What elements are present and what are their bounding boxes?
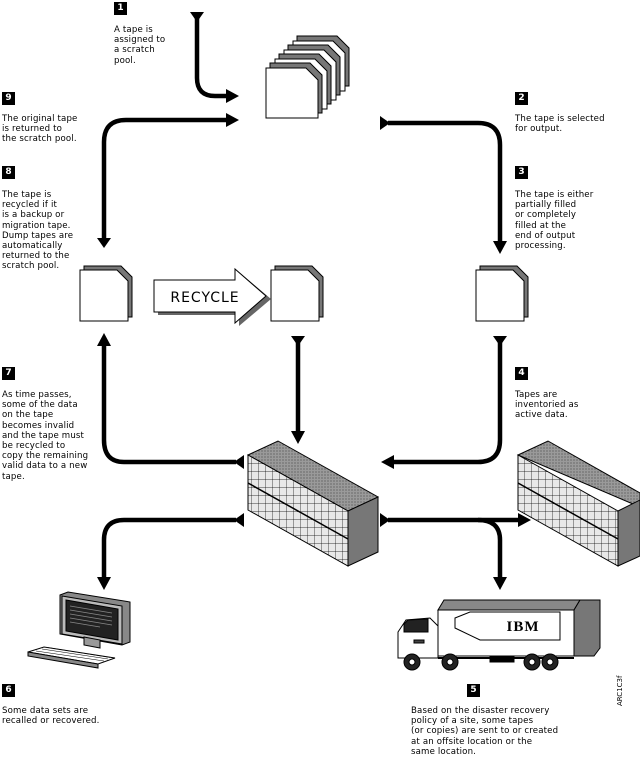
arrow-tail-icon (380, 513, 390, 527)
step-7-text: As time passes, some of the data on the … (2, 390, 89, 482)
recycled-tape-icon (270, 265, 324, 322)
arrow-assign-to-pool (194, 18, 228, 99)
scratch-pool-tapes-icon (265, 35, 350, 119)
step-9-badge: 9 (2, 92, 15, 105)
arrow-tail-icon (234, 455, 244, 469)
workstation-icon (27, 591, 131, 669)
arrow-to-offsite (388, 517, 503, 578)
step-4-badge: 4 (515, 367, 528, 380)
offsite-library-icon (516, 440, 640, 567)
tape-library-icon (246, 440, 380, 567)
arrow-return-to-pool (101, 117, 228, 242)
step-7-badge: 7 (2, 367, 15, 380)
step-5-text: Based on the disaster recovery policy of… (411, 706, 559, 757)
step-3-badge: 3 (515, 166, 528, 179)
step-2-text: The tape is selected for output. (515, 114, 605, 135)
arrowhead-left-icon (381, 455, 394, 469)
step-8-text: The tape is recycled if it is a backup o… (2, 190, 74, 272)
step-2-badge: 2 (515, 92, 528, 105)
arrowhead-right-icon (226, 89, 239, 103)
arrowhead-up-icon (97, 333, 111, 346)
step-3-text: The tape is either partially filled or c… (515, 190, 594, 252)
filled-tape-icon (475, 265, 529, 322)
step-6-text: Some data sets are recalled or recovered… (2, 706, 100, 727)
arrow-select-for-output (388, 120, 503, 243)
arrowhead-down-icon (493, 241, 507, 254)
arrow-tail-icon (493, 336, 507, 346)
flow-arrows (101, 18, 520, 578)
step-9-text: The original tape is returned to the scr… (2, 114, 78, 145)
arrow-tail-icon (234, 513, 244, 527)
step-1-badge: 1 (114, 2, 127, 15)
arrow-inventory-active (392, 340, 503, 465)
arrowhead-down-icon (97, 577, 111, 590)
figure-code: ARC1C3f (616, 675, 624, 706)
arrow-to-workstation (101, 517, 236, 578)
step-8-badge: 8 (2, 166, 15, 179)
arrow-to-recycle (101, 344, 236, 465)
arrowheads (97, 12, 531, 590)
arrow-tail-icon (380, 116, 390, 130)
step-4-text: Tapes are inventoried as active data. (515, 390, 579, 421)
step-5-badge: 5 (467, 684, 480, 697)
arrow-tail-icon (190, 12, 204, 22)
arrow-tail-icon (291, 336, 305, 346)
truck-logo: IBM (507, 619, 540, 635)
arrowhead-right-icon (518, 513, 531, 527)
step-6-badge: 6 (2, 684, 15, 697)
arrowhead-down-icon (291, 431, 305, 444)
arrowhead-right-icon (226, 113, 239, 127)
arrowhead-down-icon (493, 577, 507, 590)
step-1-text: A tape is assigned to a scratch pool. (114, 25, 166, 66)
truck-icon: IBM (397, 599, 601, 671)
recycle-label: RECYCLE (170, 290, 239, 306)
arrow-tail-icon (97, 238, 111, 248)
recycle-candidate-tape-icon (79, 265, 133, 322)
recycle-arrow-icon: RECYCLE (153, 267, 271, 326)
